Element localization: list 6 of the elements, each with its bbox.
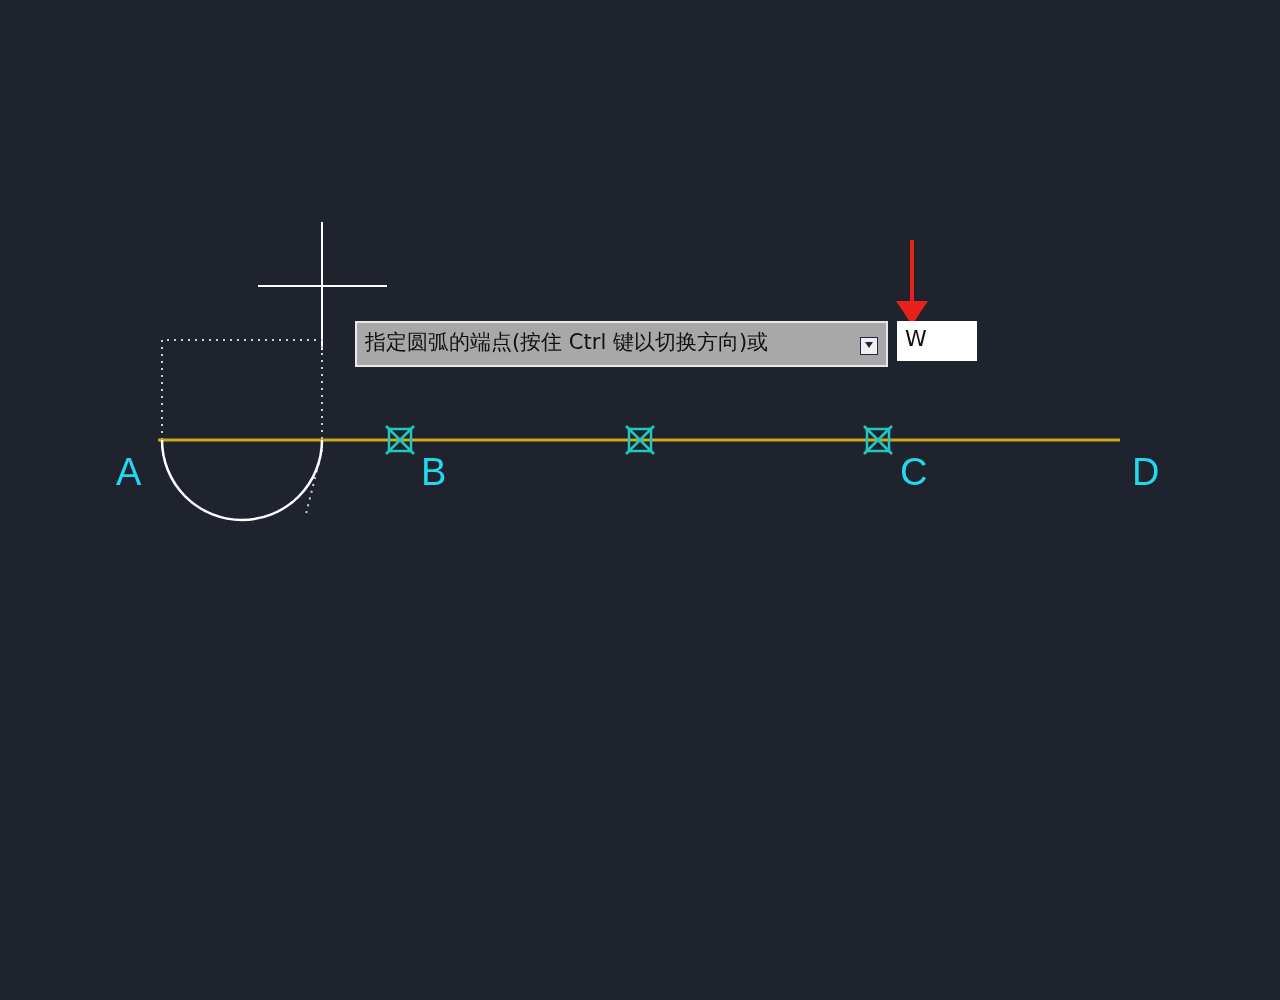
input-field: W <box>897 321 977 361</box>
point-label: C <box>900 453 928 491</box>
point-label: D <box>1132 453 1160 491</box>
point-label: B <box>421 453 447 491</box>
point-label: A <box>116 453 142 491</box>
command-prompt: 指定圆弧的端点(按住 Ctrl 键以切换方向)或 <box>355 321 888 367</box>
